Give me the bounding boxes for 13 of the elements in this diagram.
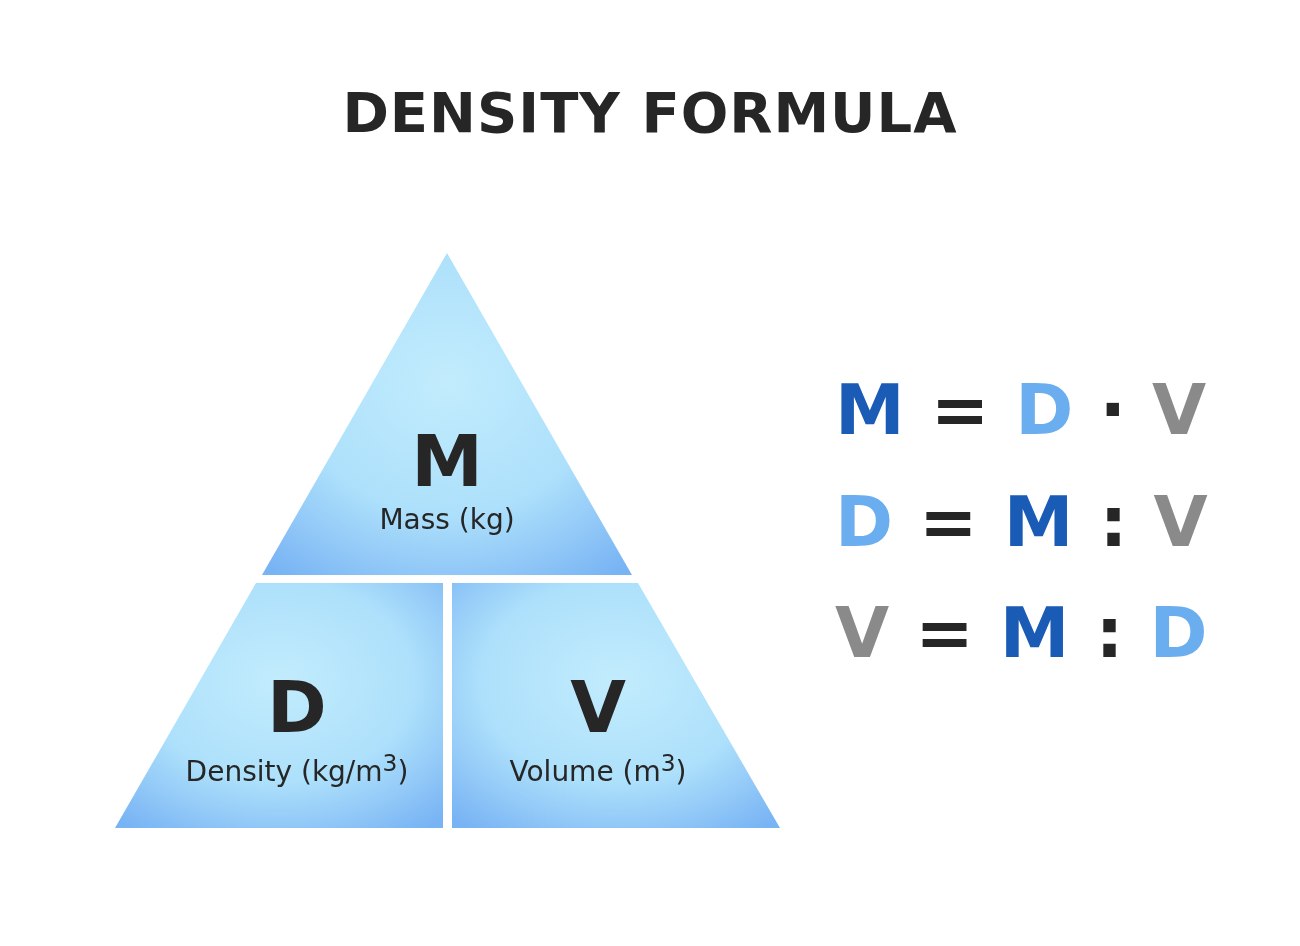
- triangle-section: [452, 583, 780, 828]
- triangle-section: [262, 253, 632, 575]
- title: DENSITY FORMULA: [342, 82, 958, 144]
- formula: V = M : D: [835, 598, 1208, 668]
- variable-letter: M: [411, 425, 483, 497]
- variable-letter: V: [570, 671, 626, 743]
- quantity-label: Density (kg/m$^{3}$): [185, 749, 409, 789]
- quantity-label: Volume (m$^{3}$): [509, 749, 687, 789]
- quantity-label: Mass (kg): [379, 503, 515, 537]
- triangle-section: [115, 583, 443, 828]
- variable-letter: D: [267, 671, 327, 743]
- formula: M = D · V: [835, 375, 1207, 445]
- formula: D = M : V: [835, 487, 1208, 557]
